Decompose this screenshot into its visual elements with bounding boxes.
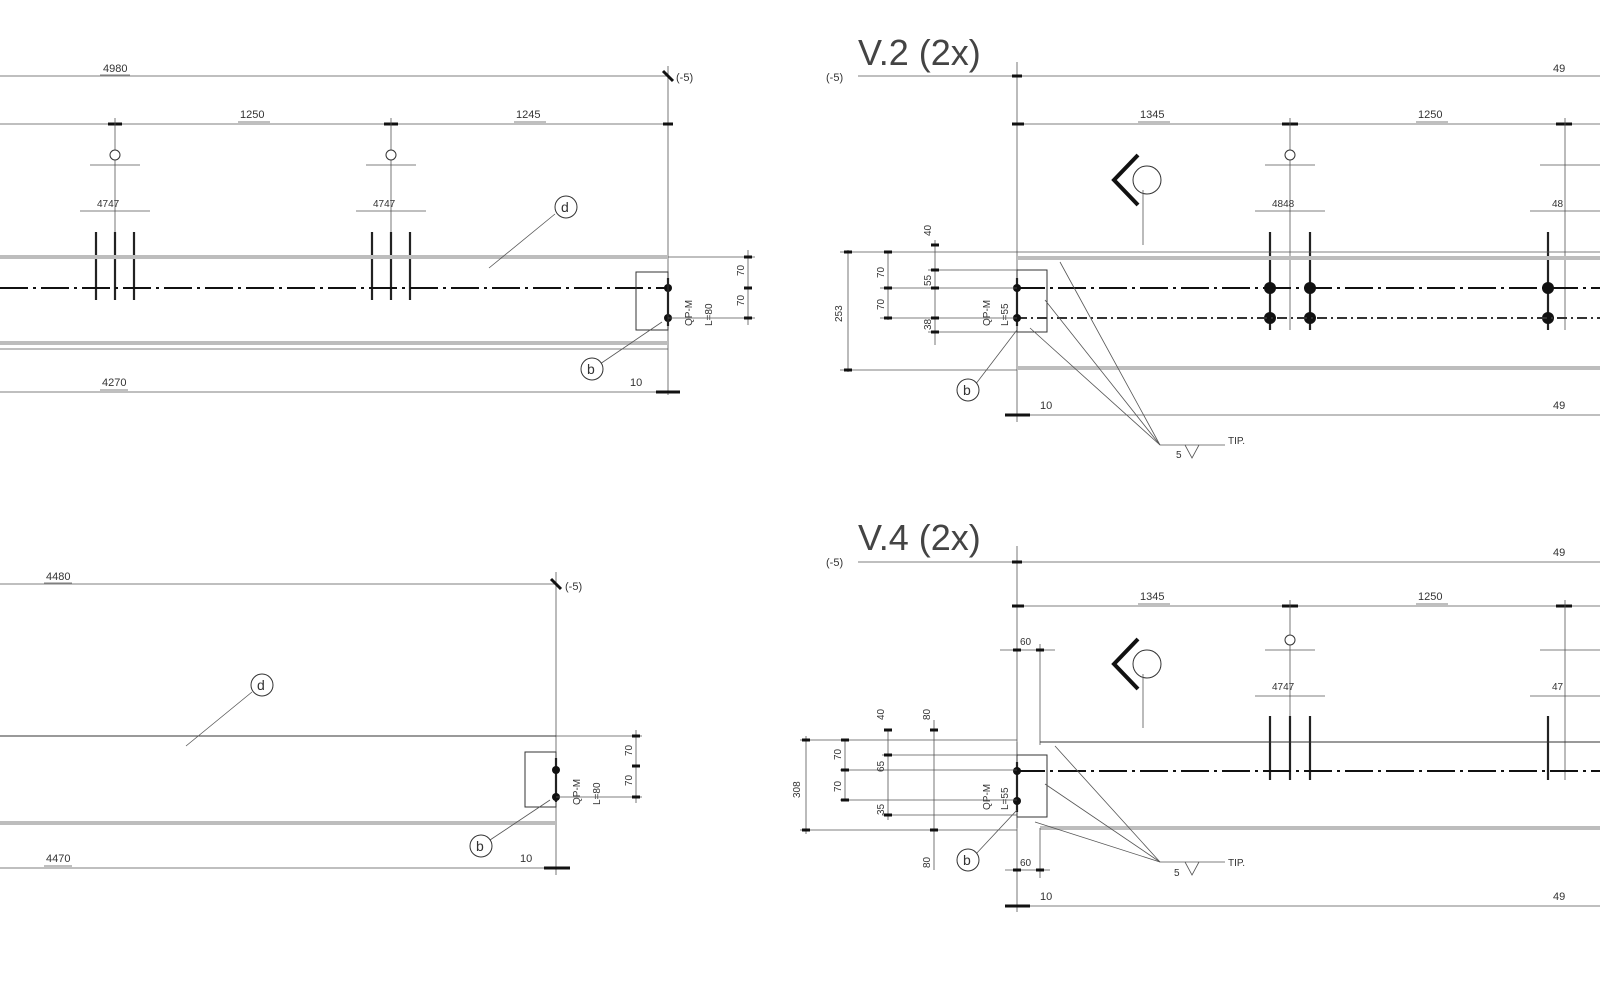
mark-b: b xyxy=(587,361,595,377)
level-mark: (-5) xyxy=(565,581,582,593)
mark-b-bubble xyxy=(469,834,493,858)
hole-group-1: 4848 xyxy=(1255,118,1325,330)
mark-b: b xyxy=(963,382,971,398)
hole-group-2: 47 xyxy=(1530,600,1600,780)
mark-d: d xyxy=(257,677,265,693)
weld-size: 5 xyxy=(1174,868,1180,879)
mark-d-bubble xyxy=(250,673,274,697)
mark-b-bubble xyxy=(956,848,980,872)
dim-hole-spacing-1: 4747 xyxy=(1272,682,1295,693)
hole-group-2: 4747 xyxy=(356,118,426,300)
bolt-note-1: QP-M xyxy=(982,300,993,326)
dim-hole-spacing-2: 4747 xyxy=(373,199,396,210)
hole-group-1: 4747 xyxy=(1255,600,1325,780)
dim-gap: 10 xyxy=(630,377,642,389)
view-top-left: 4980 (-5) 1250 1245 4747 xyxy=(0,63,755,395)
dim-55: 55 xyxy=(923,274,934,286)
section-arrow-icon xyxy=(1111,637,1162,728)
weld-size: 5 xyxy=(1176,450,1182,461)
dim-gap: 10 xyxy=(1040,400,1052,412)
view-title-v4: V.4 (2x) xyxy=(858,517,981,558)
dim-65: 65 xyxy=(876,760,887,772)
dim-70a: 70 xyxy=(876,266,887,278)
section-arrow-icon xyxy=(1111,153,1162,245)
dim-overall-top: 4480 xyxy=(46,571,70,583)
weld-symbol: 5 TIP. xyxy=(1034,745,1245,879)
dim-bottom: 4470 xyxy=(46,853,70,865)
mark-b: b xyxy=(963,852,971,868)
hole-group-1: 4747 xyxy=(80,118,150,300)
level-mark: (-5) xyxy=(826,72,843,84)
weld-symbol: 5 TIP. xyxy=(1029,261,1245,461)
dim-80b: 80 xyxy=(922,856,933,868)
weld-note: TIP. xyxy=(1228,858,1245,869)
bolt-note-2: L=55 xyxy=(1000,787,1011,810)
mark-b: b xyxy=(476,838,484,854)
dim-seg1: 1250 xyxy=(240,109,264,121)
dim-seg2: 1250 xyxy=(1418,591,1442,603)
mark-b-bubble xyxy=(956,378,980,402)
mark-b-bubble xyxy=(580,357,604,381)
bolt-note-2: L=55 xyxy=(1000,303,1011,326)
dim-70a: 70 xyxy=(736,264,747,276)
dim-overall-top: 4980 xyxy=(103,63,127,75)
dim-60: 60 xyxy=(1020,637,1032,648)
level-mark: (-5) xyxy=(826,557,843,569)
view-bottom-left: 4480 (-5) QP-M L=80 70 70 d b 4470 10 xyxy=(0,571,642,875)
mark-d-bubble xyxy=(554,195,578,219)
dim-70b: 70 xyxy=(624,774,635,786)
dim-38: 38 xyxy=(923,318,934,330)
bolt-note-1: QP-M xyxy=(572,779,583,805)
weld-note: TIP. xyxy=(1228,436,1245,447)
dim-overall-top: 49 xyxy=(1553,547,1565,559)
dim-bottom: 49 xyxy=(1553,400,1565,412)
dim-40: 40 xyxy=(876,708,887,720)
dim-gap: 10 xyxy=(520,853,532,865)
bolt-note-2: L=80 xyxy=(704,303,715,326)
dim-70b: 70 xyxy=(833,780,844,792)
dim-60b: 60 xyxy=(1020,858,1032,869)
dim-80a: 80 xyxy=(922,708,933,720)
dim-bottom: 49 xyxy=(1553,891,1565,903)
dim-seg2: 1245 xyxy=(516,109,540,121)
dim-hole-spacing-2: 48 xyxy=(1552,199,1564,210)
dim-hole-spacing-1: 4848 xyxy=(1272,199,1295,210)
dim-height: 253 xyxy=(834,305,845,322)
hole-group-2: 48 xyxy=(1530,118,1600,330)
dim-seg2: 1250 xyxy=(1418,109,1442,121)
dim-70a: 70 xyxy=(624,744,635,756)
mark-d: d xyxy=(561,199,569,215)
dim-35: 35 xyxy=(876,803,887,815)
dim-seg1: 1345 xyxy=(1140,109,1164,121)
dim-70a: 70 xyxy=(833,748,844,760)
level-mark: (-5) xyxy=(676,72,693,84)
bolt-note-1: QP-M xyxy=(684,300,695,326)
bolt-note-1: QP-M xyxy=(982,784,993,810)
dim-height: 308 xyxy=(792,781,803,798)
dim-bottom: 4270 xyxy=(102,377,126,389)
view-top-right: V.2 (2x) (-5) 49 1345 1250 xyxy=(826,32,1600,461)
dim-70b: 70 xyxy=(736,294,747,306)
dim-seg1: 1345 xyxy=(1140,591,1164,603)
dim-hole-spacing-2: 47 xyxy=(1552,682,1564,693)
view-title-v2: V.2 (2x) xyxy=(858,32,981,73)
dim-gap: 10 xyxy=(1040,891,1052,903)
dim-40: 40 xyxy=(923,224,934,236)
view-bottom-right: V.4 (2x) (-5) 49 1345 1250 60 xyxy=(792,517,1600,912)
dim-70b: 70 xyxy=(876,298,887,310)
dim-hole-spacing-1: 4747 xyxy=(97,199,120,210)
bolt-note-2: L=80 xyxy=(592,782,603,805)
dim-overall-top: 49 xyxy=(1553,63,1565,75)
